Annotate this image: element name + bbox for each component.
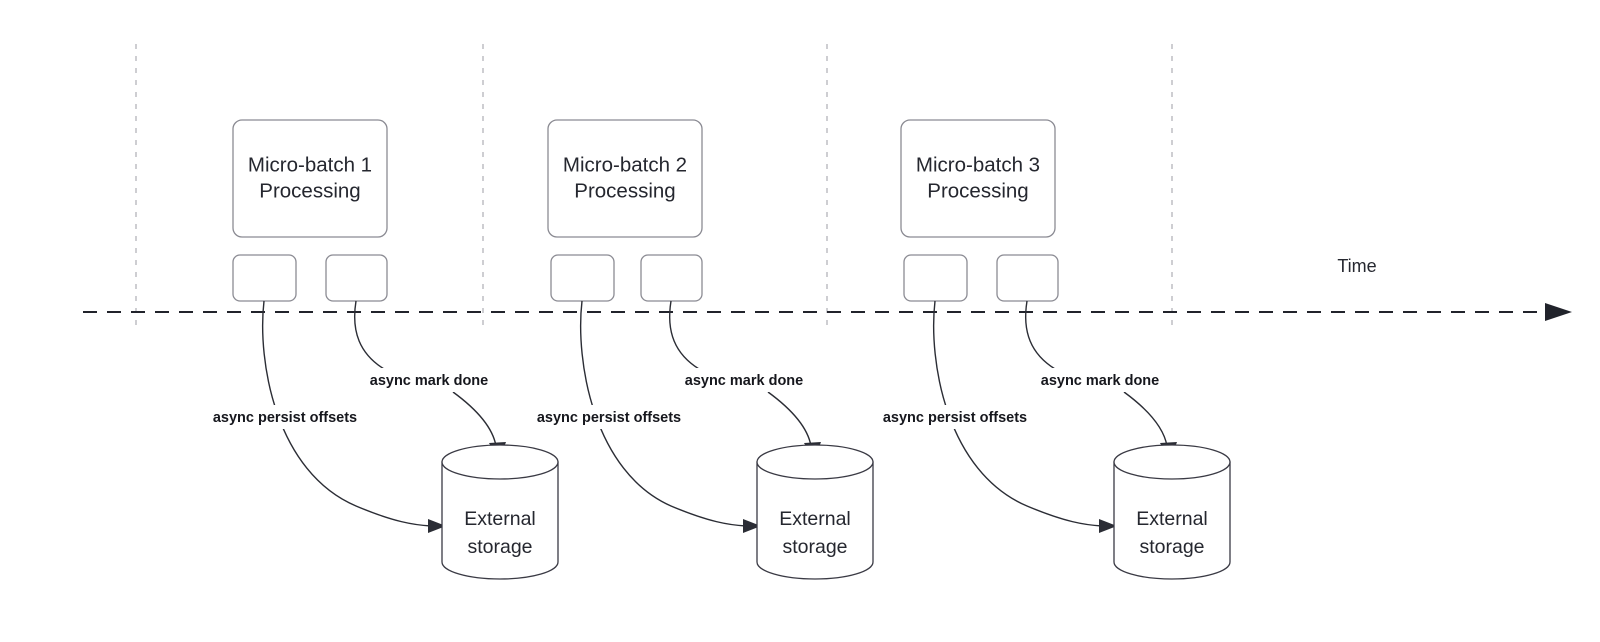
edge-label-mark-done-1: async mark done	[370, 373, 488, 389]
edge-mark-done-3-upper	[1024, 300, 1056, 370]
edge-label-persist-offsets-1: async persist offsets	[213, 410, 357, 426]
external-storage-1-top	[441, 444, 559, 480]
external-storage-1-body	[441, 461, 559, 580]
micro-batch-box-1-line1: Micro-batch 1	[248, 153, 372, 176]
external-storage-2-top	[756, 444, 874, 480]
edge-label-persist-offsets-2: async persist offsets	[537, 410, 681, 426]
external-storage-3-line2: storage	[1139, 536, 1204, 558]
edge-mark-done-2-lower	[767, 391, 812, 447]
edge-persist-offsets-1	[261, 300, 432, 527]
micro-batch-box-3[interactable]	[900, 119, 1056, 238]
micro-batch-box-1[interactable]	[232, 119, 388, 238]
external-storage-2[interactable]: External storage	[756, 444, 874, 580]
task-box-mark-1[interactable]	[325, 254, 388, 302]
group-1: Micro-batch 1 Processing External storag…	[197, 119, 559, 580]
edge-persist-offsets-2-arrowhead	[743, 519, 761, 533]
time-axis-label: Time	[1337, 256, 1376, 276]
edge-persist-offsets-3-arrowhead	[1099, 519, 1117, 533]
micro-batch-box-3-line1: Micro-batch 3	[916, 153, 1040, 176]
edge-mark-done-1-upper	[353, 300, 385, 370]
task-box-persist-1[interactable]	[232, 254, 297, 302]
edge-mark-done-3-lower	[1123, 391, 1168, 447]
edge-persist-offsets-1-arrowhead	[428, 519, 446, 533]
micro-batch-box-2-line1: Micro-batch 2	[563, 153, 687, 176]
timeline-arrowhead	[1545, 303, 1572, 321]
edge-label-bg-mark-done-2	[672, 368, 816, 392]
edge-label-bg-persist-offsets-3	[867, 405, 1043, 429]
external-storage-3-top	[1113, 444, 1231, 480]
micro-batch-box-2[interactable]	[547, 119, 703, 238]
edge-label-bg-persist-offsets-1	[197, 405, 373, 429]
edge-label-bg-mark-done-1	[357, 368, 501, 392]
micro-batch-box-3-line2: Processing	[927, 179, 1028, 202]
external-storage-2-line1: External	[779, 508, 851, 530]
micro-batch-box-1-line2: Processing	[259, 179, 360, 202]
edge-label-mark-done-3: async mark done	[1041, 373, 1159, 389]
external-storage-1[interactable]: External storage	[441, 444, 559, 580]
edge-mark-done-2-upper	[668, 300, 700, 370]
task-box-persist-2[interactable]	[550, 254, 615, 302]
external-storage-2-line2: storage	[782, 536, 847, 558]
task-box-mark-2[interactable]	[640, 254, 703, 302]
external-storage-1-line2: storage	[467, 536, 532, 558]
group-2: Micro-batch 2 Processing External storag…	[521, 119, 874, 580]
edge-mark-done-1-lower	[452, 391, 497, 447]
time-axis: Time	[83, 256, 1572, 321]
edge-persist-offsets-2	[579, 300, 747, 527]
edge-label-bg-mark-done-3	[1028, 368, 1172, 392]
external-storage-2-body	[756, 461, 874, 580]
micro-batch-box-2-line2: Processing	[574, 179, 675, 202]
group-3: Micro-batch 3 Processing External storag…	[867, 119, 1231, 580]
edge-label-bg-persist-offsets-2	[521, 405, 697, 429]
edge-label-persist-offsets-3: async persist offsets	[883, 410, 1027, 426]
external-storage-3-body	[1113, 461, 1231, 580]
external-storage-1-line1: External	[464, 508, 536, 530]
edge-label-mark-done-2: async mark done	[685, 373, 803, 389]
task-box-persist-3[interactable]	[903, 254, 968, 302]
task-box-mark-3[interactable]	[996, 254, 1059, 302]
external-storage-3[interactable]: External storage	[1113, 444, 1231, 580]
external-storage-3-line1: External	[1136, 508, 1208, 530]
edge-persist-offsets-3	[932, 300, 1103, 527]
